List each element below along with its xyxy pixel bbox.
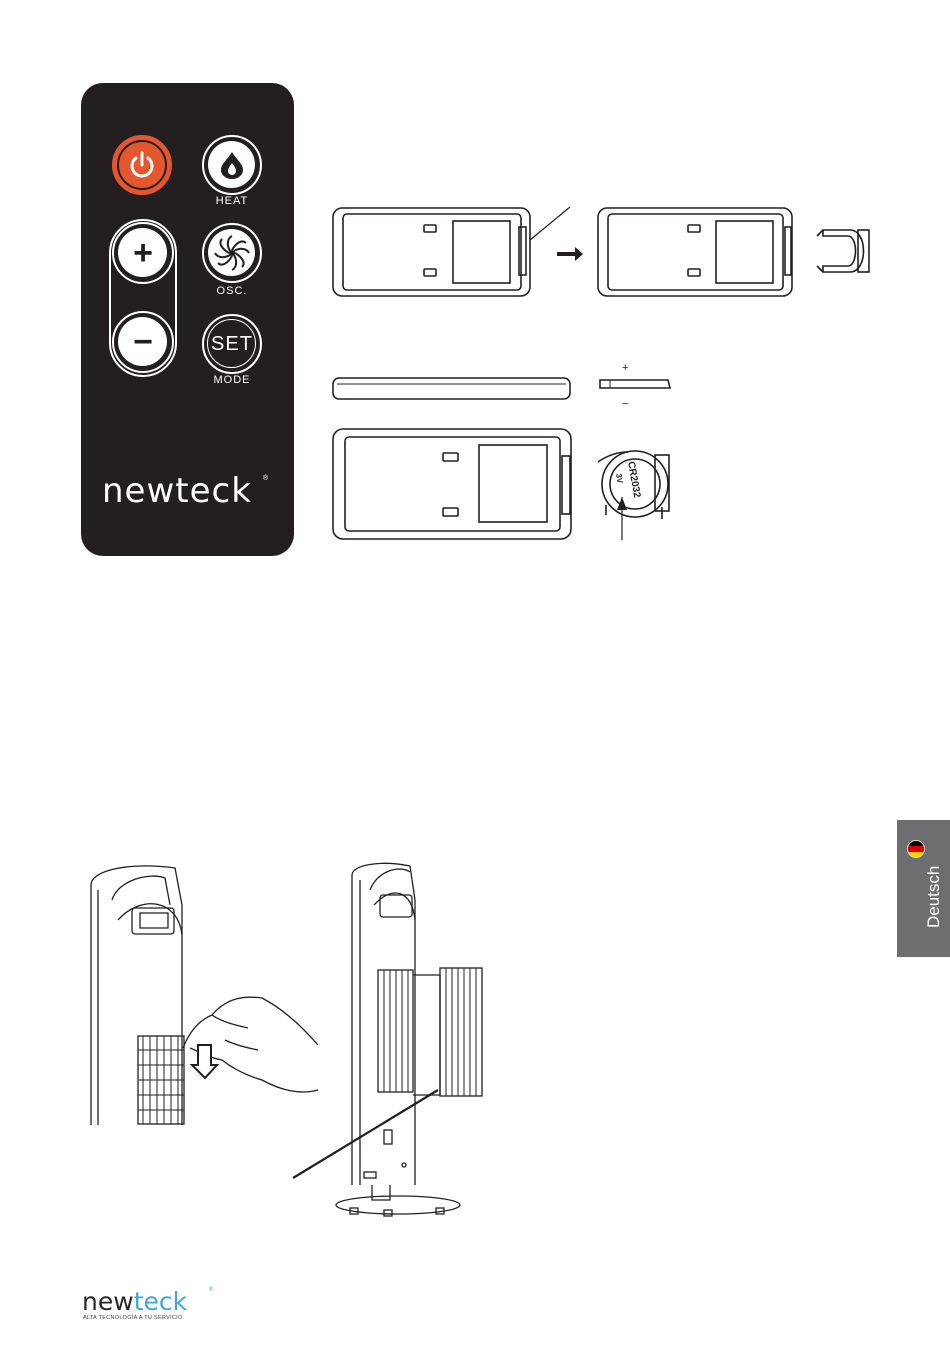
mode-label: MODE <box>197 374 267 386</box>
remote-back-view-3 <box>333 429 571 539</box>
filter-removal-illustration <box>80 855 500 1225</box>
battery-replacement-diagram: + − CR2032 3V <box>320 195 890 555</box>
footer-logo-new: new <box>82 1287 134 1316</box>
power-button-illustration <box>112 135 172 195</box>
language-tab: Deutsch <box>897 820 950 957</box>
german-flag-icon <box>907 840 925 858</box>
fan-icon <box>212 233 252 273</box>
oscillation-button-illustration <box>202 223 262 283</box>
filter-pointer-line <box>293 1090 438 1178</box>
heat-label: HEAT <box>197 195 267 207</box>
power-icon <box>126 149 158 181</box>
remote-side-view <box>333 378 570 399</box>
set-text: SET <box>211 333 253 356</box>
plus-button-illustration: + <box>112 222 174 284</box>
remote-brand-logo: newteck <box>102 471 252 511</box>
minus-button-illustration: − <box>112 311 174 373</box>
plus-sign-label: + <box>622 362 628 374</box>
plus-symbol: + <box>133 236 153 270</box>
minus-sign-label: − <box>622 398 628 410</box>
remote-control-illustration: HEAT + − OSC. SET MODE <box>81 83 294 556</box>
remote-brand-registered: ® <box>263 475 268 482</box>
footer-logo-word: newteck <box>82 1287 187 1316</box>
footer-logo-teck: teck <box>134 1287 187 1316</box>
minus-symbol: − <box>133 325 153 359</box>
flame-icon <box>217 150 247 180</box>
remote-back-view-1 <box>333 208 530 296</box>
flag-stripe-gold <box>908 852 924 857</box>
set-button-illustration: SET <box>202 314 262 374</box>
heater-back-view <box>91 866 184 1125</box>
language-label: Deutsch <box>924 866 944 928</box>
battery-tray <box>817 230 869 272</box>
remote-back-view-2 <box>598 208 792 296</box>
heater-filter-open-view <box>336 863 482 1216</box>
battery-voltage-text: 3V <box>614 473 625 485</box>
battery-model-text: CR2032 <box>625 461 642 499</box>
footer-tagline: ALTA TECNOLOGÍA A TU SERVICIO <box>83 1315 183 1321</box>
heat-button-illustration <box>202 135 262 195</box>
arrow-right-icon <box>557 247 583 261</box>
footer-logo-registered: ® <box>209 1287 213 1293</box>
osc-label: OSC. <box>197 285 267 297</box>
footer-logo: newteck ® ALTA TECNOLOGÍA A TU SERVICIO <box>82 1287 222 1327</box>
